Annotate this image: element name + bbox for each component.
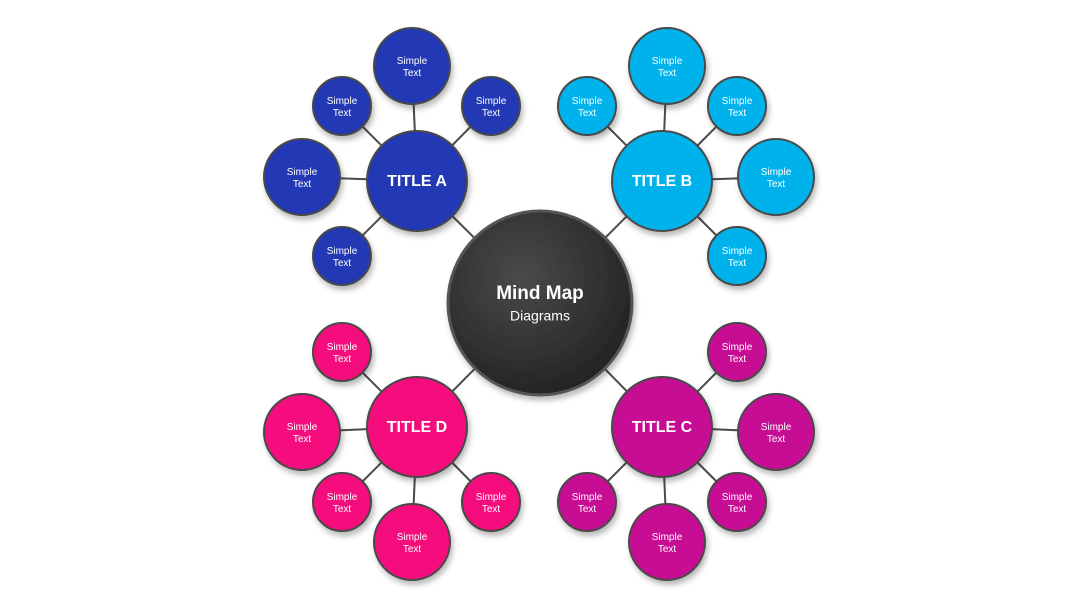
leaf-circle: [312, 226, 372, 286]
branch-title: TITLE D: [387, 419, 447, 436]
leaf-circle: [373, 27, 451, 105]
leaf-circle: [707, 472, 767, 532]
leaf-circle: [557, 472, 617, 532]
branch-title: TITLE C: [632, 419, 693, 436]
leaf-circle: [312, 472, 372, 532]
leaf-circle: [461, 76, 521, 136]
leaf-circle: [263, 138, 341, 216]
branch-circle: [611, 376, 713, 478]
center-subtitle: Diagrams: [510, 308, 570, 324]
center-circle: [446, 209, 634, 397]
leaf-circle: [312, 76, 372, 136]
leaf-circle: [557, 76, 617, 136]
leaf-circle: [707, 226, 767, 286]
branch-title: TITLE B: [632, 173, 692, 190]
leaf-circle: [312, 322, 372, 382]
center-title: Mind Map: [496, 283, 584, 304]
branch-circle: [366, 130, 468, 232]
branch-circle: [611, 130, 713, 232]
leaf-circle: [461, 472, 521, 532]
leaf-circle: [373, 503, 451, 581]
leaf-circle: [628, 503, 706, 581]
branch-circle: [366, 376, 468, 478]
leaf-circle: [737, 393, 815, 471]
leaf-circle: [707, 322, 767, 382]
leaf-circle: [263, 393, 341, 471]
leaf-circle: [628, 27, 706, 105]
leaf-circle: [737, 138, 815, 216]
leaf-circle: [707, 76, 767, 136]
branch-title: TITLE A: [387, 173, 447, 190]
